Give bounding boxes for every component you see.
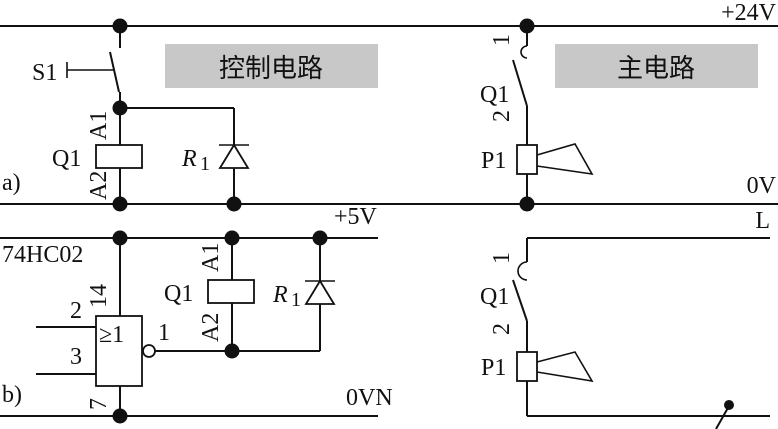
switch-blade	[109, 51, 120, 93]
switch-s1: S1	[32, 18, 128, 108]
relay-label: Q1	[164, 281, 193, 307]
diode-label: R	[181, 146, 197, 172]
inverter-bubble	[142, 344, 156, 358]
diode-subscript: 1	[200, 153, 210, 175]
switch-label: S1	[32, 60, 57, 86]
contact-label: Q1	[480, 284, 509, 310]
ground-tap	[715, 405, 730, 429]
control-circuit-banner	[165, 44, 378, 88]
rail-5v-label: +5V	[334, 204, 378, 230]
contact-label: Q1	[480, 82, 509, 108]
rail-l-label: L	[755, 208, 770, 234]
contact-pin-1: 1	[489, 252, 515, 264]
horn-icon	[536, 143, 594, 176]
part-b-tag: b)	[2, 382, 22, 408]
contact-blade	[512, 279, 528, 322]
junction-dot	[112, 408, 128, 424]
rail-0vn-label: 0VN	[346, 385, 393, 411]
part-a: +24V 0V a) 控制电路 主电路 S1 Q1 A1 A2	[0, 0, 778, 212]
relay-coil-box	[207, 279, 255, 304]
diode-subscript: 1	[291, 289, 301, 311]
diode-triangle	[218, 143, 250, 169]
junction-dot	[112, 196, 128, 212]
part-a-tag: a)	[2, 170, 21, 196]
diode-r1-a: R 1	[120, 107, 250, 212]
ic-label: 74HC02	[2, 242, 83, 268]
junction-dot	[226, 196, 242, 212]
part-b: +5V 0VN b) 74HC02 ≥1 2 3 14 1 7	[0, 204, 770, 429]
horn-label: P1	[481, 148, 506, 174]
ic-74hc02: 74HC02 ≥1 2 3 14 1 7	[2, 230, 170, 424]
main-circuit-label: 主电路	[617, 54, 695, 84]
rail-0v-label: 0V	[747, 173, 777, 199]
ic-pin-1: 1	[158, 320, 170, 346]
horn-box	[516, 351, 538, 382]
contact-arc	[517, 261, 528, 281]
contact-blade	[512, 59, 528, 107]
relay-pin-a2: A2	[86, 171, 112, 200]
contact-arc	[520, 45, 528, 59]
control-circuit-label: 控制电路	[219, 54, 323, 84]
nor-gate-symbol: ≥1	[99, 322, 124, 348]
main-circuit-banner	[555, 44, 758, 88]
relay-pin-a2: A2	[198, 313, 224, 342]
rail-24v-label: +24V	[721, 0, 777, 26]
nor-gate-box	[95, 315, 143, 387]
junction-dot	[519, 196, 535, 212]
contact-pin-1: 1	[489, 34, 515, 46]
horn-icon	[536, 351, 594, 383]
diode-r1-b: R 1	[232, 230, 336, 352]
main-circuit-b: L 1 Q1 2 P1	[480, 208, 770, 429]
relay-coil-box	[95, 144, 143, 169]
ic-pin-2: 2	[70, 298, 82, 324]
ic-pin-3: 3	[70, 344, 82, 370]
relay-label: Q1	[52, 146, 81, 172]
relay-coil-q1-b: Q1 A1 A2	[155, 230, 255, 359]
relay-pin-a1: A1	[198, 243, 224, 272]
terminal-dot	[724, 400, 734, 410]
contact-pin-2: 2	[489, 110, 515, 122]
contact-pin-2: 2	[489, 323, 515, 335]
ic-pin-14: 14	[86, 284, 112, 308]
relay-coil-q1-a: Q1 A1 A2	[52, 100, 143, 212]
ic-pin-7: 7	[86, 398, 112, 410]
diode-label: R	[272, 282, 288, 308]
horn-label: P1	[481, 355, 506, 381]
horn-box	[516, 144, 538, 175]
relay-pin-a1: A1	[86, 111, 112, 140]
main-circuit-a: 1 Q1 2 P1	[480, 18, 594, 212]
diode-triangle	[304, 279, 336, 305]
